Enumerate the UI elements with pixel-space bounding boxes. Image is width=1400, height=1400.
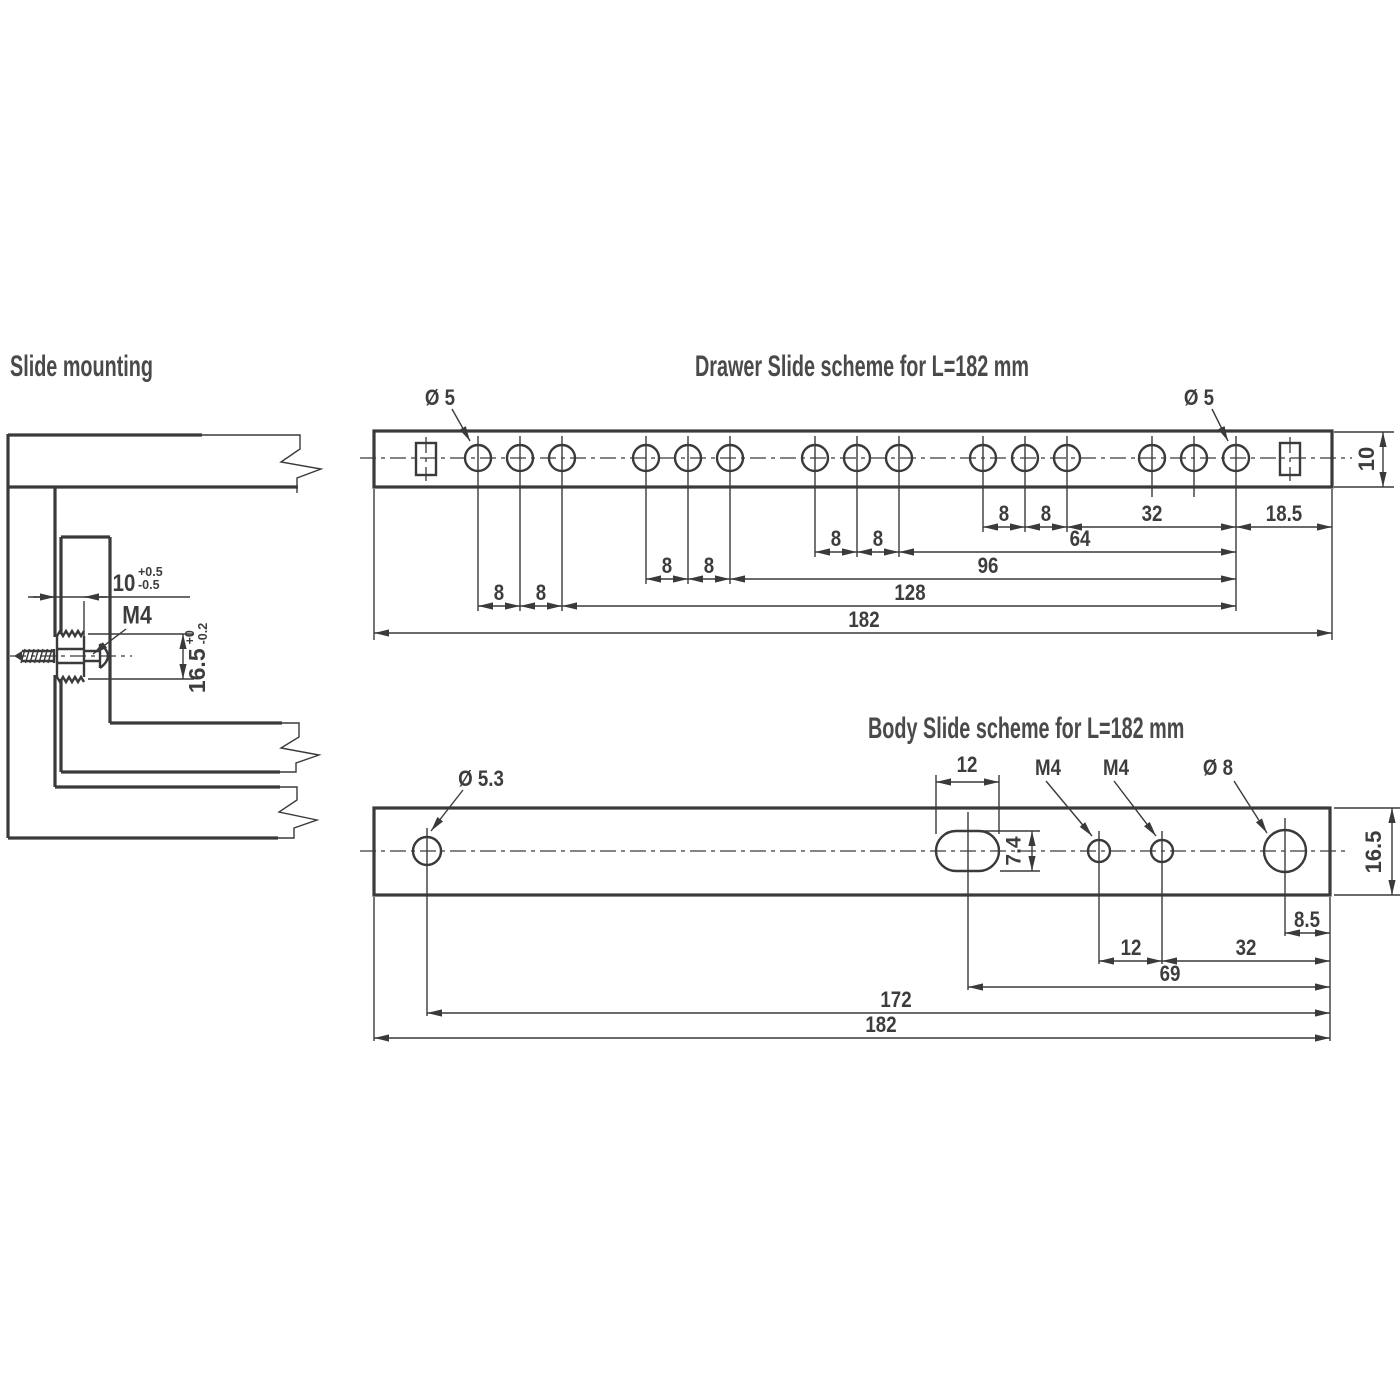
mounting-gap-dimension: [28, 593, 190, 640]
body-slide-leaders: [430, 780, 1268, 837]
drawer-slide-slots: [414, 437, 1302, 481]
mounting-offset-tol-minus: -0.2: [196, 622, 210, 645]
mounting-offset-tolerance: +0 -0.2: [183, 622, 210, 645]
drawer-dim-32: 32: [1141, 501, 1163, 526]
drawer-dim-8-r2a: 8: [830, 526, 842, 551]
mounting-gap-tol-plus: +0.5: [138, 565, 163, 579]
mounting-gap-dim-label: 10: [112, 570, 136, 597]
drawer-slide-title: Drawer Slide scheme for L=182 mm: [695, 350, 1030, 383]
body-m4-second-label: M4: [1103, 755, 1129, 780]
drawer-dim-128: 128: [894, 580, 926, 605]
mounting-offset-dimension: [88, 633, 194, 680]
drawer-slide-dimension-lines: [374, 432, 1387, 637]
body-hole-dia-small-label: Ø 5.3: [458, 766, 504, 791]
drawer-hole-dia-right-label: Ø 5: [1183, 385, 1215, 410]
drawer-slide-drawing: [360, 408, 1394, 640]
body-dim-12: 12: [1120, 935, 1142, 960]
mounting-offset-value: 16.5: [183, 648, 210, 694]
body-dim-182: 182: [865, 1012, 897, 1037]
mounting-section-drawing: [6, 433, 324, 840]
mounting-gap-tolerance: +0.5 -0.5: [138, 566, 163, 592]
mounting-m4-label: M4: [122, 601, 152, 630]
body-slide-bar: [372, 806, 1332, 897]
body-hole-dia-large-label: Ø 8: [1202, 755, 1234, 780]
body-m4-first-label: M4: [1035, 755, 1061, 780]
drawer-dim-8-r3b: 8: [703, 553, 715, 578]
drawer-dim-8-r3a: 8: [661, 553, 673, 578]
mounting-section-title: Slide mounting: [10, 350, 153, 383]
body-slide-dimension-lines: [374, 778, 1396, 1042]
drawer-thickness-label: 10: [1354, 446, 1379, 472]
body-dim-172: 172: [880, 987, 912, 1012]
drawer-slide-extension-lines: [373, 431, 1394, 640]
body-dim-8-5: 8.5: [1293, 907, 1321, 932]
body-dim-69: 69: [1159, 961, 1181, 986]
drawer-dim-64: 64: [1069, 526, 1091, 551]
mounting-m4-leader: [92, 628, 127, 655]
body-slot-width-label: 12: [956, 752, 978, 777]
drawer-dim-96: 96: [977, 553, 999, 578]
drawer-slide-bar: [372, 429, 1334, 489]
drawer-dim-182: 182: [848, 607, 880, 632]
drawer-dim-8-r1a: 8: [998, 501, 1010, 526]
body-slot-height-label: 7.4: [1002, 836, 1026, 866]
drawer-dim-8-r4a: 8: [493, 580, 505, 605]
drawer-dim-8-r2b: 8: [872, 526, 884, 551]
drawer-hole-dia-left-label: Ø 5: [424, 385, 456, 410]
mounting-offset-dim-label: 16.5 +0 -0.2: [183, 622, 210, 694]
body-slide-title: Body Slide scheme for L=182 mm: [868, 712, 1185, 745]
body-dim-32: 32: [1235, 935, 1257, 960]
body-slide-drawing: [360, 775, 1400, 1042]
body-height-label: 16.5: [1361, 830, 1386, 874]
drawer-dim-18-5: 18.5: [1265, 501, 1303, 526]
drawer-slide-leaders: [451, 408, 1229, 442]
drawer-dim-8-r1b: 8: [1040, 501, 1052, 526]
drawer-dim-8-r4b: 8: [535, 580, 547, 605]
mounting-gap-tol-minus: -0.5: [138, 578, 160, 592]
